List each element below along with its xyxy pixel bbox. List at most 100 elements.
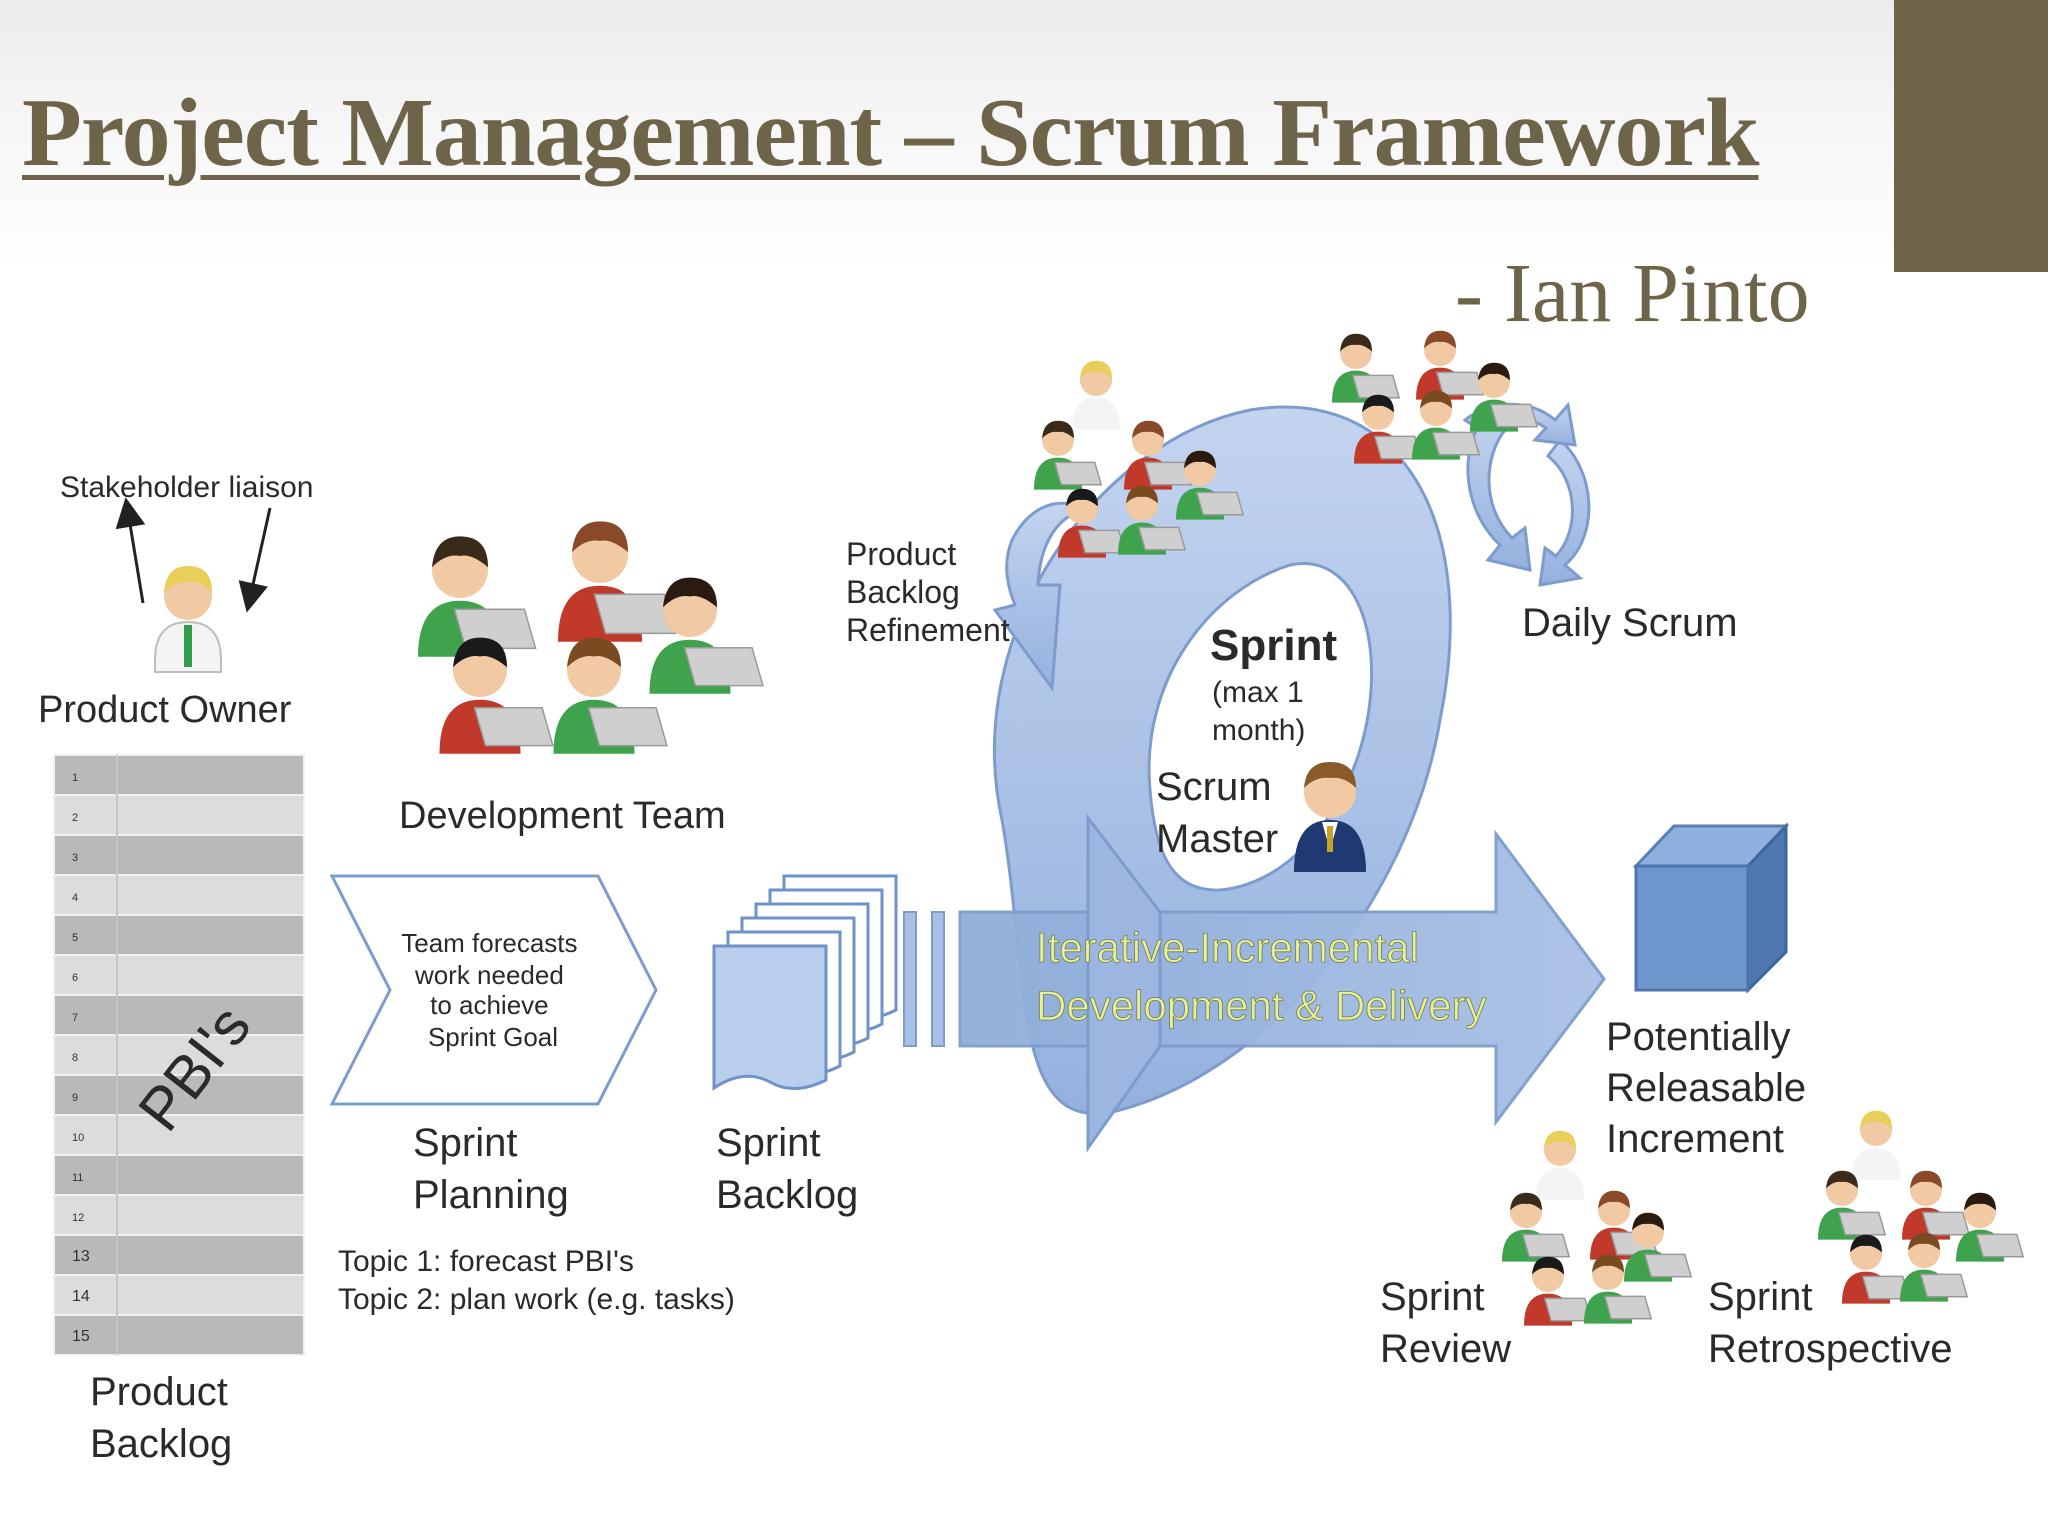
stakeholder-arrow-up xyxy=(115,497,146,604)
delivery-label-line2: Development & Delivery xyxy=(1036,982,1487,1029)
backlog-row-number: 14 xyxy=(72,1288,90,1305)
backlog-row-number: 10 xyxy=(72,1132,84,1144)
team-member-icon xyxy=(1536,1130,1584,1200)
backlog-row-number: 5 xyxy=(72,932,78,944)
daily-scrum-label: Daily Scrum xyxy=(1522,601,1738,645)
sprint-review-line2: Review xyxy=(1380,1327,1511,1371)
backlog-row xyxy=(53,994,305,1036)
sprint-retrospective-team-figures xyxy=(1818,1110,2025,1304)
backlog-row-number: 4 xyxy=(72,892,78,904)
team-member-icon xyxy=(1842,1234,1911,1304)
scrum-framework-diagram: Stakeholder liaison Product Owner 123456… xyxy=(38,330,2025,1466)
increment-line2: Releasable xyxy=(1606,1066,1806,1110)
team-member-icon xyxy=(1332,333,1401,403)
planning-text-line2: work needed xyxy=(414,960,564,990)
backlog-row-number: 7 xyxy=(72,1012,78,1024)
team-member-icon xyxy=(1034,420,1103,490)
stakeholder-liaison-label: Stakeholder liaison xyxy=(60,471,314,504)
sprint-backlog-line1: Sprint xyxy=(716,1121,821,1165)
team-member-icon xyxy=(1902,1170,1971,1240)
sprint-duration: (max 1 month) xyxy=(1212,676,1312,747)
team-member-icon xyxy=(1058,488,1127,558)
backlog-row-number: 1 xyxy=(72,772,78,784)
sprint-retrospective-line2: Retrospective xyxy=(1708,1327,1953,1371)
sprint-title: Sprint xyxy=(1210,621,1337,670)
sprint-planning-line1: Sprint xyxy=(413,1121,518,1165)
team-member-icon xyxy=(1354,394,1423,464)
backlog-row-number: 2 xyxy=(72,812,78,824)
backlog-row-number: 6 xyxy=(72,972,78,984)
team-member-icon xyxy=(1412,390,1481,460)
refinement-arrow xyxy=(992,501,1090,693)
sprint-review-line1: Sprint xyxy=(1380,1275,1485,1319)
backlog-row xyxy=(53,1154,305,1196)
team-member-icon xyxy=(1956,1192,2025,1262)
development-team-label: Development Team xyxy=(399,795,726,837)
scrum-master-line1: Scrum xyxy=(1156,765,1272,809)
product-backlog-label-line1: Product xyxy=(90,1370,228,1414)
scrum-master-label: Scrum Master xyxy=(1156,765,1283,861)
team-member-icon xyxy=(439,637,554,754)
scrum-master-line2: Master xyxy=(1156,817,1278,861)
team-member-icon xyxy=(1118,485,1187,555)
product-backlog-label-line2: Backlog xyxy=(90,1422,232,1466)
refinement-label: Product Backlog Refinement xyxy=(846,536,1010,648)
planning-topic-1: Topic 1: forecast PBI's xyxy=(338,1245,634,1278)
team-member-icon xyxy=(1176,450,1245,520)
team-member-icon xyxy=(1524,1256,1593,1326)
backlog-row xyxy=(53,954,305,996)
backlog-row-number: 9 xyxy=(72,1092,78,1104)
delivery-arrow-stripes xyxy=(903,911,945,1047)
development-team-figures xyxy=(418,521,764,754)
backlog-row xyxy=(53,754,305,796)
backlog-row xyxy=(53,834,305,876)
refinement-team-figures xyxy=(1034,360,1245,558)
backlog-row-number: 11 xyxy=(72,1172,83,1184)
header-accent-bar xyxy=(1894,0,2048,272)
refinement-line2: Backlog xyxy=(846,574,960,610)
sprint-backlog-label: Sprint Backlog xyxy=(716,1121,858,1217)
team-member-icon xyxy=(558,521,677,642)
planning-text-line1: Team forecasts xyxy=(401,928,577,958)
slide-header xyxy=(0,0,1894,272)
backlog-row xyxy=(53,1114,305,1156)
delivery-arrow-front xyxy=(1086,813,1162,1153)
increment-cube xyxy=(1632,822,1790,994)
team-member-icon xyxy=(1470,362,1539,432)
planning-topic-2: Topic 2: plan work (e.g. tasks) xyxy=(338,1283,735,1316)
scrum-master-figure xyxy=(1294,762,1366,872)
team-member-icon xyxy=(1624,1212,1693,1282)
refinement-line3: Refinement xyxy=(846,612,1010,648)
planning-topics: Topic 1: forecast PBI's Topic 2: plan wo… xyxy=(338,1245,735,1316)
increment-line1: Potentially xyxy=(1606,1015,1791,1059)
backlog-row xyxy=(53,1034,305,1076)
delivery-label: Iterative-Incremental Development & Deli… xyxy=(1036,924,1487,1029)
backlog-row-number: 13 xyxy=(72,1248,90,1265)
refinement-line1: Product xyxy=(846,536,956,572)
team-member-icon xyxy=(1416,330,1485,400)
increment-label: Potentially Releasable Increment xyxy=(1606,1015,1817,1161)
backlog-row-number: 12 xyxy=(72,1212,84,1224)
sprint-retrospective-label: Sprint Retrospective xyxy=(1708,1275,1953,1371)
sprint-backlog-line2: Backlog xyxy=(716,1173,858,1217)
planning-chevron-text: Team forecasts work needed to achieve Sp… xyxy=(401,928,585,1052)
sprint-review-label: Sprint Review xyxy=(1380,1275,1511,1371)
sprint-planning-label: Sprint Planning xyxy=(413,1121,569,1217)
sprint-retrospective-line1: Sprint xyxy=(1708,1275,1813,1319)
daily-scrum-team-figures xyxy=(1332,330,1539,464)
team-member-icon xyxy=(1584,1254,1653,1324)
team-member-icon xyxy=(1072,360,1120,430)
backlog-row xyxy=(53,874,305,916)
team-member-icon xyxy=(1818,1170,1887,1240)
backlog-row xyxy=(53,1194,305,1236)
sprint-planning-line2: Planning xyxy=(413,1173,569,1217)
product-backlog-label: Product Backlog xyxy=(90,1370,239,1466)
backlog-row xyxy=(53,914,305,956)
slide-title: Project Management – Scrum Framework xyxy=(22,79,1760,187)
product-owner-label: Product Owner xyxy=(38,689,292,731)
sprint-backlog-page xyxy=(712,944,828,1091)
backlog-row xyxy=(53,794,305,836)
backlog-row xyxy=(53,1314,305,1356)
team-member-icon xyxy=(1124,420,1193,490)
team-member-icon xyxy=(1852,1110,1900,1180)
